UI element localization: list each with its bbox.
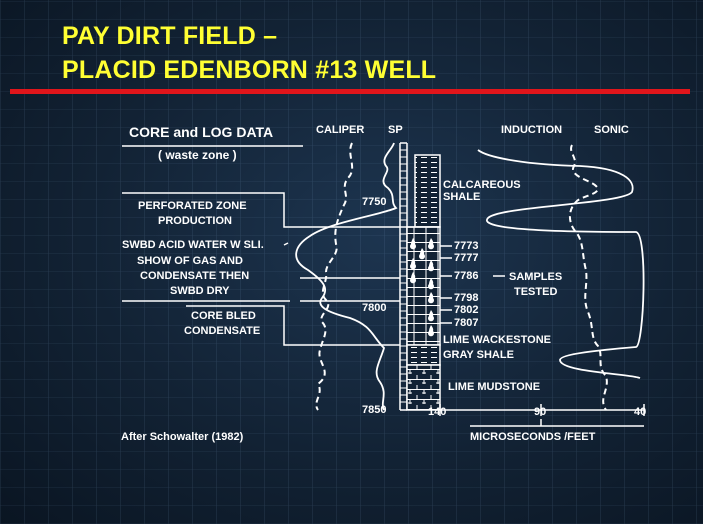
- sonic-scale-unit: MICROSECONDS /FEET: [470, 431, 596, 443]
- sample-depth-7786: 7786: [454, 270, 479, 282]
- depth-label-7750: 7750: [362, 196, 387, 208]
- lithology-column: [406, 154, 441, 411]
- sample-depth-7807: 7807: [454, 317, 479, 329]
- slide-title-line-1: PAY DIRT FIELD –: [62, 22, 278, 50]
- slide-title-line-2: PLACID EDENBORN #13 WELL: [62, 56, 437, 84]
- sonic-scale-tick-90: 90: [534, 406, 547, 418]
- sonic-curve: [569, 144, 608, 411]
- oil-drop-icon: [428, 310, 434, 322]
- oil-drop-icon: [428, 292, 434, 304]
- annotation-brackets: [122, 192, 300, 346]
- oil-drop-icon: [410, 238, 417, 250]
- sonic-label: SONIC: [594, 124, 629, 136]
- oil-drop-icon: [428, 325, 434, 337]
- calcareous-shale-label-line-1: CALCAREOUS: [443, 179, 521, 191]
- samples-tested-label-line-2: TESTED: [514, 286, 558, 298]
- perforated-zone-note-line-2: PRODUCTION: [158, 215, 232, 227]
- sonic-scale-tick-140: 140: [428, 406, 447, 418]
- depth-label-7800: 7800: [362, 302, 387, 314]
- calcareous-shale-label-line-2: SHALE: [443, 191, 481, 203]
- oil-drop-icon: [428, 238, 434, 250]
- title-divider: [10, 89, 690, 94]
- zone-boundary-lines: [300, 226, 440, 346]
- samples-tested-label-line-1: SAMPLES: [509, 271, 563, 283]
- sample-depth-7777: 7777: [454, 252, 479, 264]
- sample-depth-7802: 7802: [454, 304, 479, 316]
- induction-curve: [477, 149, 645, 379]
- perforated-zone-note-line-1: PERFORATED ZONE: [138, 200, 247, 212]
- lime-mudstone-interval: [406, 364, 441, 411]
- sp-label: SP: [388, 124, 403, 136]
- calcareous-shale-interval: [414, 154, 441, 228]
- source-credit: After Schowalter (1982): [121, 431, 244, 443]
- sonic-scale-tick-40: 40: [634, 406, 647, 418]
- swbd-note-line-2: SHOW OF GAS AND: [137, 255, 243, 267]
- depth-label-7850: 7850: [362, 404, 387, 416]
- swbd-note-line-3: CONDENSATE THEN: [140, 270, 250, 282]
- gray-shale-interval: [406, 344, 441, 366]
- oil-drop-icon: [419, 248, 426, 260]
- core-note-line-1: CORE BLED: [191, 310, 256, 322]
- caliper-label: CALIPER: [316, 124, 365, 136]
- panel-subheading: ( waste zone ): [158, 148, 237, 162]
- sonic-scale-axis: [439, 404, 645, 427]
- swbd-note-line-4: SWBD DRY: [170, 285, 230, 297]
- sp-curve: [295, 142, 398, 411]
- oil-drop-icons: [410, 238, 434, 337]
- sample-depth-7798: 7798: [454, 292, 479, 304]
- depth-tick-marks: [400, 149, 407, 403]
- core-note-line-2: CONDENSATE: [184, 325, 261, 337]
- swbd-note-line-1: SWBD ACID WATER W SLI.: [122, 239, 264, 251]
- induction-label: INDUCTION: [501, 124, 563, 136]
- oil-drop-icon: [428, 260, 434, 272]
- lime-mudstone-label: LIME MUDSTONE: [448, 381, 541, 393]
- gray-shale-label: GRAY SHALE: [443, 349, 514, 361]
- sample-ticks: [440, 245, 452, 324]
- lime-wackestone-label: LIME WACKESTONE: [443, 334, 551, 346]
- oil-drop-icon: [428, 278, 434, 290]
- caliper-curve: [315, 142, 354, 411]
- depth-track: [399, 142, 408, 411]
- oil-drop-icon: [410, 258, 417, 270]
- oil-drop-icon: [410, 272, 417, 284]
- panel-heading: CORE and LOG DATA: [129, 124, 274, 140]
- sample-depth-7773: 7773: [454, 240, 479, 252]
